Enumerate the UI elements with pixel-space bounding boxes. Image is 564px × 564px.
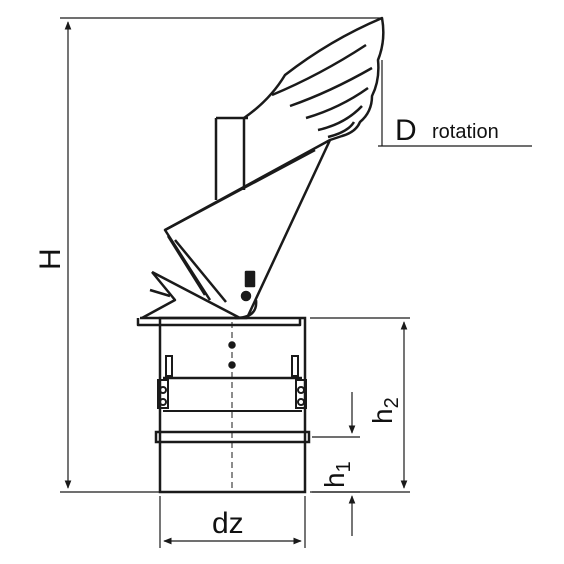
feather-line-4: [317, 105, 363, 132]
flap-5: [166, 235, 207, 296]
hood-plate: [136, 318, 302, 327]
label-dz: dz: [212, 507, 244, 540]
label-H: H: [34, 248, 67, 270]
dimension-dz: [159, 496, 306, 548]
flap-1: [151, 270, 241, 320]
feather-line-5: [327, 121, 356, 139]
clamp-left: [157, 355, 173, 409]
dimension-D: [378, 60, 532, 147]
dimension-H: [60, 17, 382, 493]
dimension-h1: [312, 392, 360, 536]
hinge-pin: [240, 290, 252, 302]
label-rotation: rotation: [432, 121, 499, 143]
cowl-nose: [234, 299, 258, 320]
label-h1: h1: [319, 461, 355, 488]
label-D: D: [395, 114, 417, 147]
feather-line-1: [271, 43, 367, 97]
flap-4: [174, 239, 227, 303]
clamp-right: [291, 355, 307, 409]
rivet-bottom: [228, 361, 236, 369]
flap-2: [141, 271, 177, 320]
hinge-bolt: [244, 270, 256, 288]
feather-line-2: [289, 66, 373, 108]
cowl-rim: [164, 148, 316, 232]
base-pipe: [154, 316, 311, 494]
wind-vane-wing: [243, 16, 385, 142]
hood: [136, 116, 332, 327]
vane-shaft: [214, 118, 246, 200]
feather-line-3: [305, 86, 369, 120]
flap-3: [149, 288, 171, 298]
rivet-top: [228, 341, 236, 349]
label-h2: h2: [367, 397, 403, 424]
